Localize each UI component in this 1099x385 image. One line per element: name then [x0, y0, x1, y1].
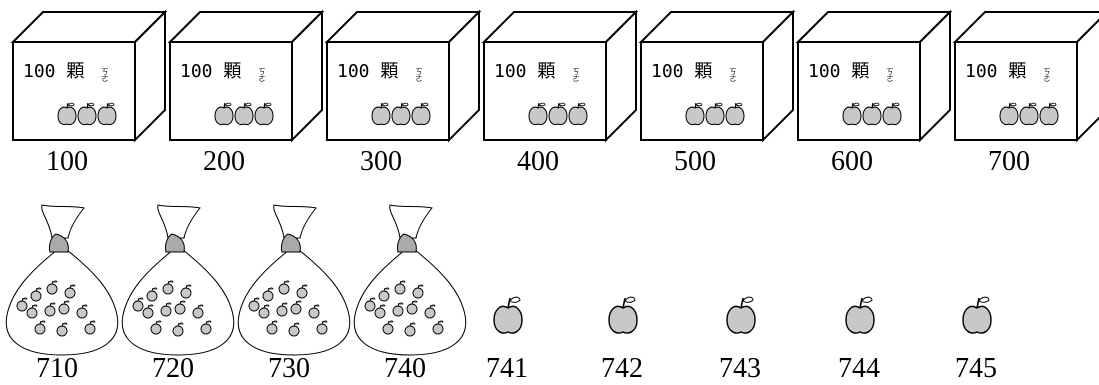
box-number: 200	[203, 146, 245, 177]
box-label-ruby: ㄎㄜ	[572, 68, 580, 82]
box-label: 100 顆	[808, 61, 869, 82]
box-label: 100 顆	[337, 61, 398, 82]
apple-icon	[493, 296, 523, 334]
apple-number: 741	[486, 353, 528, 384]
apple-icon	[726, 296, 756, 334]
hundred-box: 100 顆 ㄎㄜ	[638, 9, 796, 143]
box-label-ruby: ㄎㄜ	[729, 68, 737, 82]
ten-bag-icon	[122, 205, 234, 355]
box-label-ruby: ㄎㄜ	[1043, 68, 1051, 82]
box-number: 500	[674, 146, 716, 177]
box-label: 100 顆	[23, 61, 84, 82]
bag-number: 710	[36, 353, 78, 384]
apple-icon	[608, 296, 638, 334]
box-number: 400	[517, 146, 559, 177]
box-label: 100 顆	[651, 61, 712, 82]
bag-number: 730	[268, 353, 310, 384]
box-label: 100 顆	[965, 61, 1026, 82]
apple-icon	[845, 296, 875, 334]
ten-bag-icon	[354, 205, 466, 355]
apple-number: 742	[601, 353, 643, 384]
bag-number: 740	[384, 353, 426, 384]
apple-number: 743	[719, 353, 761, 384]
hundred-box: 100 顆 ㄎㄜ	[167, 9, 325, 143]
box-label-ruby: ㄎㄜ	[415, 68, 423, 82]
box-number: 100	[46, 146, 88, 177]
box-number: 300	[360, 146, 402, 177]
box-number: 700	[988, 146, 1030, 177]
hundred-box: 100 顆 ㄎㄜ	[795, 9, 953, 143]
box-number: 600	[831, 146, 873, 177]
apple-number: 744	[838, 353, 880, 384]
bag-number: 720	[152, 353, 194, 384]
hundred-box: 100 顆 ㄎㄜ	[952, 11, 1099, 143]
ten-bag-icon	[238, 205, 350, 355]
box-label-ruby: ㄎㄜ	[101, 68, 109, 82]
ten-bag-icon	[6, 205, 118, 355]
box-label: 100 顆	[494, 61, 555, 82]
hundred-box: 100 顆 ㄎㄜ	[481, 9, 639, 143]
apple-number: 745	[955, 353, 997, 384]
box-label-ruby: ㄎㄜ	[258, 68, 266, 82]
hundred-box: 100 顆 ㄎㄜ	[324, 9, 482, 143]
hundred-box: 100 顆 ㄎㄜ	[10, 9, 168, 143]
box-label: 100 顆	[180, 61, 241, 82]
apple-icon	[962, 296, 992, 334]
box-label-ruby: ㄎㄜ	[886, 68, 894, 82]
